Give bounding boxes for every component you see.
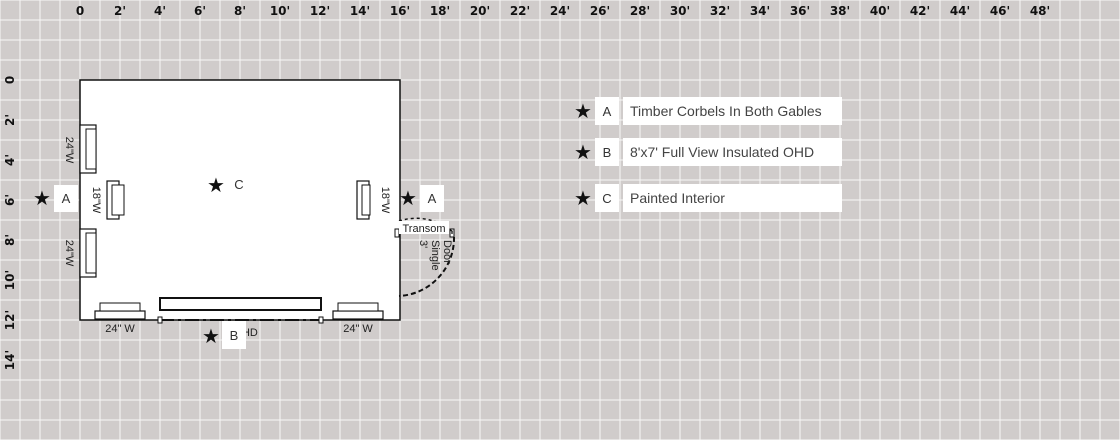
window-bottom-right[interactable] [332,302,384,320]
ruler-left-label: 6' [3,194,17,206]
ruler-top-label: 48' [1030,4,1050,18]
overhead-door[interactable] [157,297,324,324]
transom-label-bg [399,221,449,234]
legend-note-text: Timber Corbels In Both Gables [630,103,822,119]
ruler-left-label: 0 [3,76,17,84]
marker-c[interactable]: ★ C [207,173,244,197]
star-icon: ★ [574,186,592,210]
window-left-bottom[interactable] [79,228,97,278]
legend-note-letter: A [603,104,612,119]
star-icon: ★ [33,186,51,210]
legend-note[interactable]: ★ B 8'x7' Full View Insulated OHD [574,138,842,166]
ruler-left-label: 4' [3,154,17,166]
ruler-top-label: 28' [630,4,650,18]
ruler-top-label: 30' [670,4,690,18]
ruler-top-label: 10' [270,4,290,18]
window-left-mid[interactable] [106,180,125,220]
ruler-top-label: 40' [870,4,890,18]
ruler-top-label: 18' [430,4,450,18]
window-right[interactable] [356,180,371,220]
ruler-top-label: 38' [830,4,850,18]
window-bottom-right-label: 24" W [343,323,373,335]
window-left-top-label: 24"W [63,137,75,164]
ruler-top-label: 26' [590,4,610,18]
ruler-left-label: 12' [3,310,17,330]
svg-text:A: A [428,191,437,206]
star-icon: ★ [207,173,225,197]
legend-note-letter: B [603,145,612,160]
window-right-label: 18"W [379,187,391,214]
ruler-top-label: 16' [390,4,410,18]
legend-note[interactable]: ★ C Painted Interior [574,184,842,212]
star-icon: ★ [574,99,592,123]
legend-note-letter: C [602,191,611,206]
ruler-top-label: 46' [990,4,1010,18]
svg-text:C: C [234,177,243,192]
ruler-left-label: 2' [3,114,17,126]
window-bottom-left-label: 24" W [105,323,135,335]
marker-a-right[interactable]: ★ A [399,185,444,212]
ruler-top-label: 32' [710,4,730,18]
svg-text:3': 3' [417,240,429,248]
window-left-mid-label: 18"W [90,187,102,214]
svg-text:A: A [62,191,71,206]
ruler-top-label: 12' [310,4,330,18]
ruler-top-label: 0 [76,4,84,18]
marker-b[interactable]: ★ B [202,321,246,349]
ruler-top-label: 24' [550,4,570,18]
building-outline[interactable] [79,79,401,321]
marker-a-left[interactable]: ★ A [33,185,78,212]
star-icon: ★ [399,186,417,210]
svg-text:Door: Door [441,240,453,264]
legend-notes: ★ A Timber Corbels In Both Gables ★ B 8'x7' F… [574,97,842,212]
ruler-top-label: 8' [234,4,246,18]
ruler-left-label: 10' [3,270,17,290]
svg-text:B: B [230,328,239,343]
legend-note[interactable]: ★ A Timber Corbels In Both Gables [574,97,842,125]
window-left-top[interactable] [79,124,97,174]
door-label: 3' Single Door [417,240,453,271]
ruler-top-label: 2' [114,4,126,18]
legend-note-text: Painted Interior [630,190,725,206]
window-bottom-left[interactable] [94,302,146,320]
star-icon: ★ [574,140,592,164]
ruler-top-label: 14' [350,4,370,18]
ruler-top-label: 22' [510,4,530,18]
building [79,79,401,321]
ruler-top-label: 36' [790,4,810,18]
ruler-top: 0 2' 4' 6' 8' 10' 12' 14' 16' 18' 20' 22' 24' 26' 28' 3… [76,4,1050,18]
ruler-left-label: 14' [3,350,17,370]
svg-text:Single: Single [429,240,441,271]
ruler-top-label: 44' [950,4,970,18]
transom-label: Transom [403,223,446,235]
ruler-top-label: 42' [910,4,930,18]
ruler-top-label: 34' [750,4,770,18]
ruler-left: 0 2' 4' 6' 8' 10' 12' 14' [3,76,17,370]
star-icon: ★ [202,324,220,348]
ruler-left-label: 8' [3,234,17,246]
ruler-top-label: 6' [194,4,206,18]
window-left-bottom-label: 24"W [63,240,75,267]
ruler-top-label: 20' [470,4,490,18]
ruler-top-label: 4' [154,4,166,18]
legend-note-text: 8'x7' Full View Insulated OHD [630,144,814,160]
